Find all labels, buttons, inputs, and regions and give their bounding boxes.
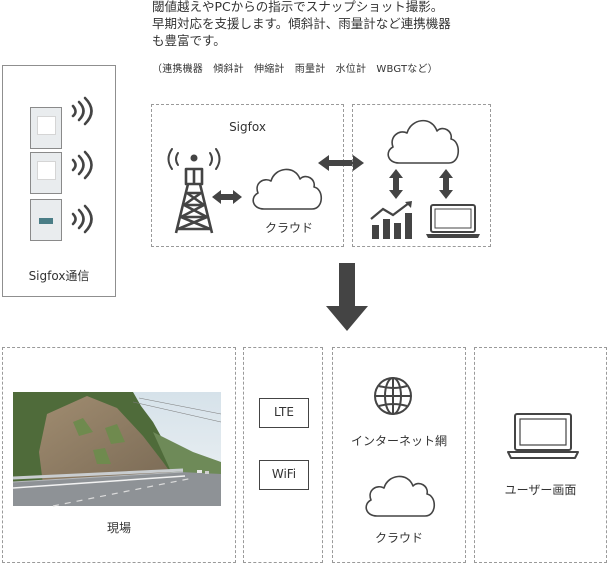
connected-devices-note: （連携機器 傾斜計 伸縮計 雨量計 水位計 WBGTなど）	[152, 64, 438, 75]
radio-tower-icon	[167, 148, 221, 234]
internet-label: インターネット網	[350, 434, 447, 448]
vertical-double-arrow-icon	[439, 169, 453, 199]
double-arrow-icon	[318, 155, 364, 171]
sigfox-cloud-label: クラウド	[265, 221, 314, 235]
intro-line-2: 早期対応を支援します。傾斜計、雨量計など連携機器	[152, 16, 451, 31]
network-type-panel: LTE WiFi	[243, 347, 323, 563]
intro-line-1: 閾値越えやPCからの指示でスナップショット撮影。	[152, 0, 444, 14]
vertical-double-arrow-icon	[389, 169, 403, 199]
internet-cloud-panel: インターネット網 クラウド	[332, 347, 466, 563]
wifi-badge: WiFi	[259, 460, 309, 490]
lte-badge: LTE	[259, 398, 309, 428]
sigfox-panel: Sigfox クラウド	[151, 104, 344, 247]
bottom-cloud-label: クラウド	[374, 531, 423, 545]
site-label: 現場	[106, 521, 131, 535]
laptop-icon	[426, 204, 480, 238]
globe-icon	[374, 377, 412, 415]
user-screen-label: ユーザー画面	[504, 483, 577, 497]
intro-line-3: も豊富です。	[152, 33, 226, 48]
wireless-signal-icons	[71, 96, 93, 234]
camera-device-icon	[30, 199, 62, 241]
cloud-icon	[387, 119, 460, 164]
sigfox-devices-panel: Sigfox通信	[2, 65, 116, 297]
laptop-icon	[507, 413, 579, 459]
user-screen-panel: ユーザー画面	[474, 347, 607, 563]
cloud-icon	[365, 475, 436, 517]
cloud-analytics-panel	[352, 104, 491, 247]
sensor-device-icon	[30, 107, 62, 149]
sensor-device-icon	[30, 152, 62, 194]
double-arrow-icon	[212, 190, 242, 204]
sigfox-communication-label: Sigfox通信	[28, 269, 90, 283]
site-photo	[12, 392, 222, 507]
sigfox-title: Sigfox	[229, 120, 266, 134]
down-arrow-icon	[326, 263, 368, 331]
site-panel: 現場	[2, 347, 236, 563]
cloud-icon	[252, 168, 323, 210]
bar-chart-trend-icon	[370, 201, 412, 239]
